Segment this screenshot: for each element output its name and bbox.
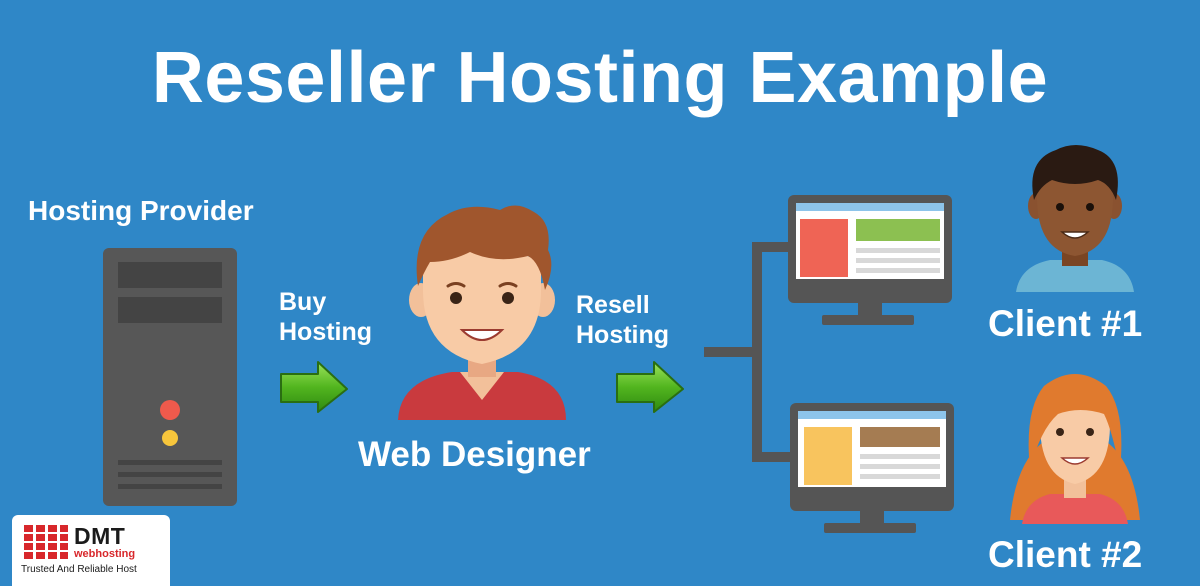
- buy-arrow-icon: [280, 361, 348, 413]
- server-tower-icon: [103, 248, 237, 506]
- brand-logo: DMT webhosting Trusted And Reliable Host: [12, 515, 170, 586]
- buy-hosting-label: Buy Hosting: [279, 287, 372, 347]
- grid-logo-icon: [24, 525, 68, 559]
- web-designer-label: Web Designer: [358, 435, 591, 474]
- resell-hosting-line-1: Resell: [576, 291, 650, 319]
- hosting-provider-label: Hosting Provider: [28, 195, 254, 226]
- logo-tagline: Trusted And Reliable Host: [21, 564, 137, 575]
- resell-arrow-icon: [616, 361, 684, 413]
- client-1-label: Client #1: [988, 303, 1143, 344]
- client-1-avatar: [1016, 145, 1134, 292]
- client-2-label: Client #2: [988, 534, 1143, 575]
- buy-hosting-line-1: Buy: [279, 288, 327, 316]
- page-title: Reseller Hosting Example: [151, 38, 1049, 118]
- resell-hosting-line-2: Hosting: [576, 321, 670, 349]
- client-2-avatar: [1010, 374, 1140, 524]
- buy-hosting-line-2: Hosting: [279, 318, 373, 346]
- logo-brand-name: DMT: [74, 523, 126, 549]
- distribution-connector: [704, 242, 792, 462]
- client-site-monitor-1: [788, 195, 952, 325]
- logo-subtitle: webhosting: [74, 548, 136, 560]
- web-designer-avatar: [398, 205, 566, 420]
- client-site-monitor-2: [790, 403, 954, 533]
- resell-hosting-label: Resell Hosting: [576, 290, 669, 350]
